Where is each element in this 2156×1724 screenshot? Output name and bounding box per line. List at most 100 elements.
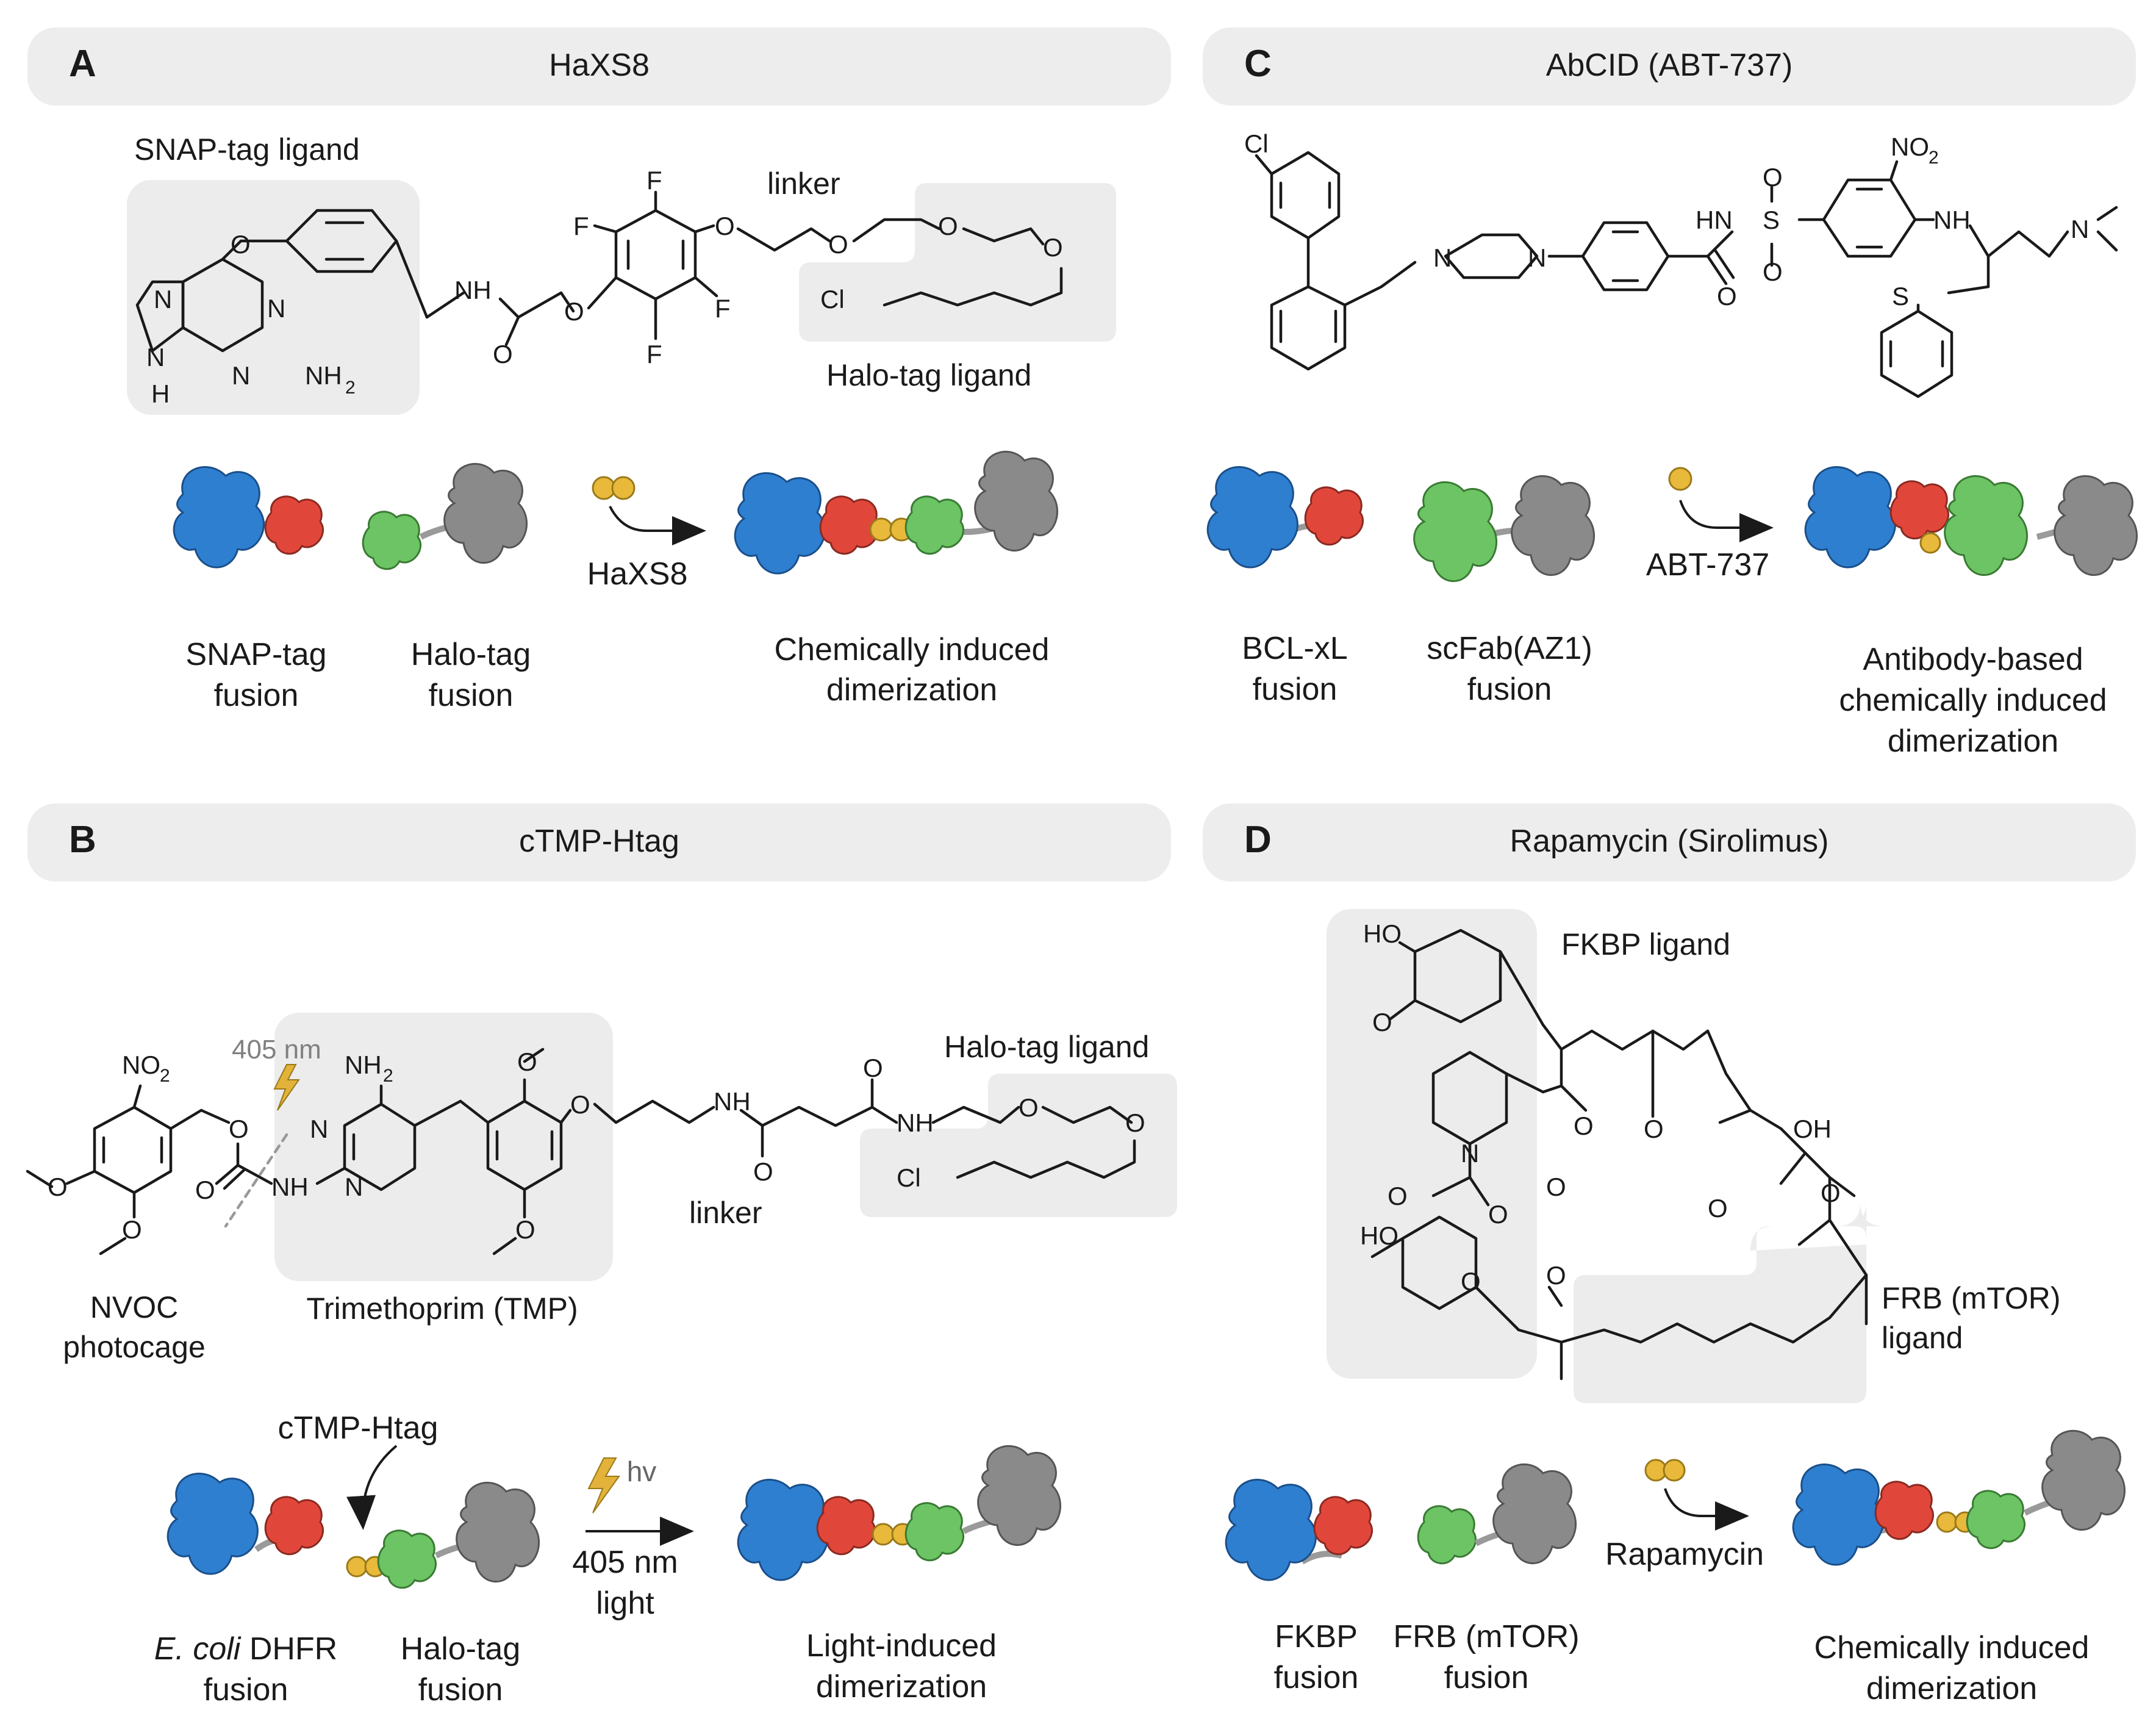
frb-highlight	[1574, 1202, 1885, 1403]
a-atom-n3: N	[232, 361, 250, 390]
d-frb-fusion-cartoon	[1417, 1463, 1577, 1565]
a-atom-o4: O	[715, 212, 735, 240]
d-atom-oh: OH	[1793, 1115, 1832, 1143]
b-atom-n1: N	[310, 1115, 328, 1143]
b-atom-nh4: NH	[897, 1108, 934, 1137]
panel-b-title: cTMP-Htag	[519, 824, 679, 859]
c-atom-s1: S	[1763, 206, 1780, 234]
a-dimer-cartoon	[734, 450, 1059, 575]
d-atom-o10: O	[1821, 1179, 1841, 1207]
b-result-label-1: Light-induced	[806, 1628, 997, 1664]
a-reagent-label: HaXS8	[587, 556, 688, 592]
b-atom-cl: Cl	[897, 1163, 921, 1192]
a-atom-f1: F	[646, 166, 662, 195]
panel-d-header: D Rapamycin (Sirolimus)	[1203, 803, 2136, 882]
c-atom-n2: N	[1528, 243, 1546, 272]
snap-tag-ligand-label: SNAP-tag ligand	[134, 132, 360, 167]
purine-ring-5	[135, 280, 185, 353]
d-atom-o3: O	[1546, 1173, 1566, 1201]
c-atom-s2: S	[1892, 282, 1909, 311]
c-scfab-fusion-label-1: scFab(AZ1)	[1427, 631, 1592, 666]
halo-ligand-highlight-a	[799, 183, 1116, 342]
a-atom-f2: F	[573, 212, 589, 240]
a-result-label-2: dimerization	[826, 672, 997, 708]
d-fkbp-fusion-label-1: FKBP	[1275, 1619, 1358, 1654]
panel-a-title: HaXS8	[549, 48, 650, 83]
d-atom-o8: O	[1644, 1115, 1664, 1143]
a-halo-ligand-label: Halo-tag ligand	[826, 358, 1031, 392]
b-dhfr-fusion-label-1: E. coli DHFR	[154, 1631, 337, 1667]
c-atom-n3: N	[2071, 215, 2089, 243]
d-result-label-1: Chemically induced	[1814, 1630, 2090, 1665]
b-atom-nh2: NH	[345, 1051, 382, 1079]
b-atom-o11: O	[1125, 1108, 1145, 1137]
b-atom-o3: O	[48, 1173, 68, 1201]
c-result-label-1: Antibody-based	[1863, 642, 2083, 677]
b-atom-o4: O	[122, 1215, 142, 1244]
nvoc-ring	[93, 1105, 173, 1194]
pipecolate-ring	[1431, 1051, 1508, 1146]
b-linker-label: linker	[689, 1196, 762, 1230]
tmp-highlight	[274, 1013, 613, 1281]
b-light-label-2: light	[596, 1586, 654, 1621]
b-dhfr-fusion-label-2: fusion	[204, 1672, 288, 1708]
panel-b-letter: B	[69, 819, 96, 861]
a-reaction-arrow	[609, 506, 706, 545]
c-ligand-icon	[1668, 467, 1692, 491]
b-atom-n2: N	[345, 1173, 363, 1201]
b-atom-nh2-sub: 2	[383, 1066, 393, 1086]
b-atom-o1: O	[229, 1115, 249, 1143]
d-atom-n: N	[1461, 1139, 1479, 1168]
nvoc-label-2: photocage	[63, 1330, 206, 1364]
b-atom-o8: O	[753, 1157, 773, 1186]
nitrophenyl-ring	[1822, 178, 1917, 258]
a-halo-fusion-label-2: fusion	[429, 678, 514, 713]
a-atom-o1: O	[231, 230, 251, 259]
a-atom-nh: NH	[454, 276, 492, 304]
b-atom-no2: NO	[122, 1051, 160, 1079]
photocleavage-line	[224, 1133, 288, 1228]
panel-c-header: C AbCID (ABT-737)	[1203, 27, 2136, 106]
c-bcl-fusion-label-2: fusion	[1253, 672, 1338, 707]
d-atom-o1: O	[1372, 1008, 1392, 1036]
c-result-label-3: dimerization	[1888, 724, 2058, 759]
d-frb-fusion-label-2: fusion	[1444, 1660, 1529, 1695]
b-halo-ligand-label: Halo-tag ligand	[944, 1030, 1149, 1064]
panel-d-title: Rapamycin (Sirolimus)	[1510, 824, 1829, 859]
a-atom-nh2: NH	[305, 361, 342, 390]
a-atom-nh2-sub: 2	[345, 378, 356, 398]
c-atom-hn: HN	[1696, 206, 1733, 234]
d-fkbp-fusion-cartoon	[1225, 1479, 1373, 1581]
b-halo-fusion-label-2: fusion	[418, 1672, 503, 1708]
biphenyl-ring-c	[1270, 285, 1347, 371]
d-reagent-label: Rapamycin	[1605, 1537, 1764, 1572]
c-atom-n1: N	[1433, 243, 1452, 272]
c-atom-nh: NH	[1933, 206, 1971, 234]
nvoc-label-1: NVOC	[90, 1290, 178, 1324]
b-wavelength-label: 405 nm	[232, 1035, 321, 1065]
b-reagent-top-label: cTMP-Htag	[278, 1410, 439, 1446]
panel-c-letter: C	[1244, 43, 1272, 85]
b-atom-o6: O	[570, 1090, 590, 1119]
fkbp-highlight	[1327, 909, 1537, 1379]
b-halo-fusion-cartoon	[346, 1481, 540, 1589]
panel-c-title: AbCID (ABT-737)	[1545, 48, 1793, 83]
snap-ligand-highlight	[127, 180, 420, 415]
c-reaction-arrow	[1679, 500, 1774, 542]
halo-ligand-highlight-b	[860, 1074, 1177, 1217]
frb-ligand-label-2: ligand	[1882, 1321, 1963, 1355]
a-atom-o5: O	[828, 230, 848, 259]
d-atom-o9: O	[1708, 1194, 1728, 1223]
d-atom-o4: O	[1388, 1182, 1408, 1210]
a-snap-fusion-label-2: fusion	[214, 678, 299, 713]
d-dimer-cartoon	[1792, 1429, 2126, 1566]
tmp-label: Trimethoprim (TMP)	[306, 1291, 578, 1326]
a-result-label-1: Chemically induced	[775, 632, 1050, 667]
a-halo-fusion-cartoon	[362, 462, 528, 570]
a-snap-fusion-cartoon	[173, 466, 324, 569]
c-atom-o3: O	[1763, 257, 1783, 286]
b-result-label-2: dimerization	[816, 1669, 987, 1704]
c-dimer-cartoon	[1804, 466, 2138, 576]
a-atom-o6: O	[938, 212, 958, 240]
